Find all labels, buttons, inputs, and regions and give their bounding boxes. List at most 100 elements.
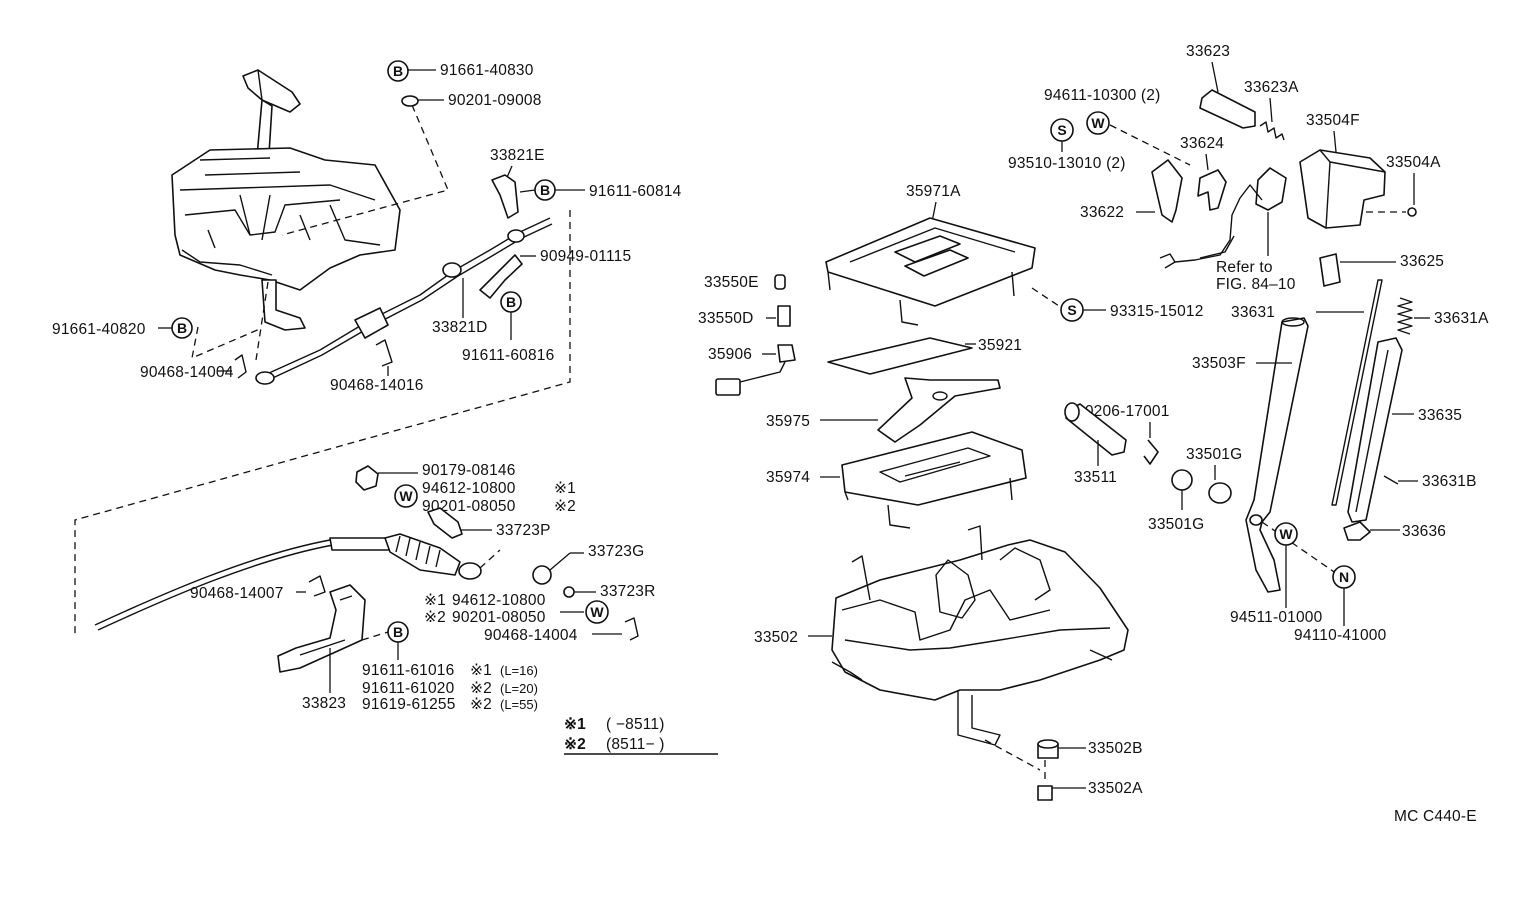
clip-icon [308, 575, 326, 597]
label-35921: 35921 [978, 337, 1022, 354]
spring-33631B-icon [1383, 475, 1399, 485]
label-33635: 33635 [1418, 407, 1462, 424]
mark-1-b: ※1 [424, 592, 446, 609]
label-33501G-a: 33501G [1186, 446, 1242, 463]
label-90201-09008: 90201-09008 [448, 92, 542, 109]
svg-text:B: B [393, 63, 403, 79]
svg-text:※2: ※2 [564, 736, 586, 753]
svg-text:W: W [1091, 115, 1105, 131]
rod-33635-icon [1347, 337, 1403, 523]
label-94612-10800-b: 94612-10800 [452, 592, 546, 609]
label-91611-60816: 91611-60816 [462, 347, 554, 364]
label-94612-10800-a: 94612-10800 [422, 480, 516, 497]
badge-b-91661-40830: B [387, 60, 409, 82]
label-33623: 33623 [1186, 43, 1230, 60]
label-94511-01000: 94511-01000 [1230, 609, 1323, 626]
label-91661-40830: 91661-40830 [440, 62, 534, 79]
label-90468-14016: 90468-14016 [330, 377, 424, 394]
label-33823: 33823 [302, 695, 346, 712]
label-90949-01115: 90949-01115 [540, 248, 631, 265]
spring-33631A-icon [1397, 297, 1413, 335]
svg-text:W: W [1279, 526, 1293, 542]
label-33723G: 33723G [588, 543, 644, 560]
badge-b-91661-40820: B [171, 317, 193, 339]
label-91661-40820: 91661-40820 [52, 321, 146, 338]
length-16: (L=16) [500, 663, 538, 678]
badge-n-94110: N [1332, 565, 1356, 589]
label-91619-61255: 91619-61255 [362, 696, 456, 713]
badge-w-94511: W [1274, 522, 1298, 546]
length-20: (L=20) [500, 681, 538, 696]
bracket-33823-icon [277, 584, 366, 673]
svg-text:S: S [1057, 122, 1066, 138]
overdrive-switch-harness-icon [1255, 167, 1287, 211]
label-91611-61016: 91611-61016 [362, 662, 454, 679]
bulb-33550D-icon [777, 305, 791, 327]
mark-2-b: ※2 [424, 609, 446, 626]
badge-w-94611: W [1086, 111, 1110, 135]
svg-text:B: B [506, 294, 516, 310]
svg-text:S: S [1067, 302, 1076, 318]
label-35975: 35975 [766, 413, 810, 430]
label-33502: 33502 [754, 629, 798, 646]
label-33622: 33622 [1080, 204, 1124, 221]
label-94110-41000: 94110-41000 [1294, 627, 1387, 644]
rod-33631-icon [1331, 279, 1383, 506]
label-33623A: 33623A [1244, 79, 1299, 96]
mark-1-c: ※1 [470, 662, 492, 679]
label-90468-14004-a: 90468-14004 [140, 364, 234, 381]
shift-knob-33504F-icon [1299, 149, 1386, 229]
svg-text:B: B [177, 320, 187, 336]
label-90179-08146: 90179-08146 [422, 462, 516, 479]
label-90468-14007: 90468-14007 [190, 585, 284, 602]
bulb-socket-35906-icon [777, 344, 796, 363]
legend: ※1 ( −8511) ※2 (8511− ) [564, 716, 718, 755]
svg-text:W: W [590, 604, 604, 620]
label-33723R: 33723R [600, 583, 656, 600]
label-93315-15012: 93315-15012 [1110, 303, 1204, 320]
label-94611-10300: 94611-10300 (2) [1044, 87, 1160, 104]
label-33631A: 33631A [1434, 310, 1489, 327]
badge-s-93315: S [1060, 298, 1084, 322]
label-90206-17001: 90206-17001 [1076, 403, 1170, 420]
label-33502A: 33502A [1088, 780, 1143, 797]
badge-s-93510: S [1050, 118, 1074, 142]
badge-b-91611-60814: B [534, 179, 556, 201]
button-33623-icon [1199, 89, 1256, 129]
mark-1-a: ※1 [554, 480, 576, 497]
svg-text:W: W [399, 488, 413, 504]
stopper-33636-icon [1343, 521, 1371, 541]
switch-33624-icon [1197, 169, 1227, 211]
svg-text:B: B [393, 624, 403, 640]
plate-35921-icon [827, 337, 973, 375]
badge-b-91611-60816: B [500, 291, 522, 313]
clip-icon [234, 354, 247, 379]
label-91611-60814: 91611-60814 [589, 183, 682, 200]
nut-icon [355, 465, 379, 491]
length-55: (L=55) [500, 697, 538, 712]
svg-text:(8511− ): (8511− ) [606, 736, 665, 753]
badge-w-lower: W [585, 600, 609, 624]
shift-lever-base-33502-icon [831, 539, 1129, 701]
label-35906: 35906 [708, 346, 752, 363]
spring-33623A-icon [1259, 121, 1285, 141]
svg-text:( −8511): ( −8511) [606, 716, 665, 733]
refer-line-1: Refer to [1216, 259, 1273, 276]
svg-text:N: N [1339, 569, 1349, 585]
label-33503F: 33503F [1192, 355, 1246, 372]
cable-lower-icon [94, 539, 331, 626]
label-33625: 33625 [1400, 253, 1444, 270]
label-93510-13010: 93510-13010 (2) [1008, 155, 1126, 172]
label-33624: 33624 [1180, 135, 1224, 152]
label-91611-61020: 91611-61020 [362, 680, 455, 697]
clip-icon [624, 617, 639, 641]
bushing-33501G-icon [1171, 469, 1193, 491]
label-33511: 33511 [1074, 469, 1117, 486]
slide-35975-icon [877, 377, 1001, 443]
mark-2-a: ※2 [554, 498, 576, 515]
badge-w-upper: W [394, 484, 418, 508]
figure-code: MC C440-E [1394, 808, 1477, 825]
bulb-33550E-icon [774, 274, 786, 290]
